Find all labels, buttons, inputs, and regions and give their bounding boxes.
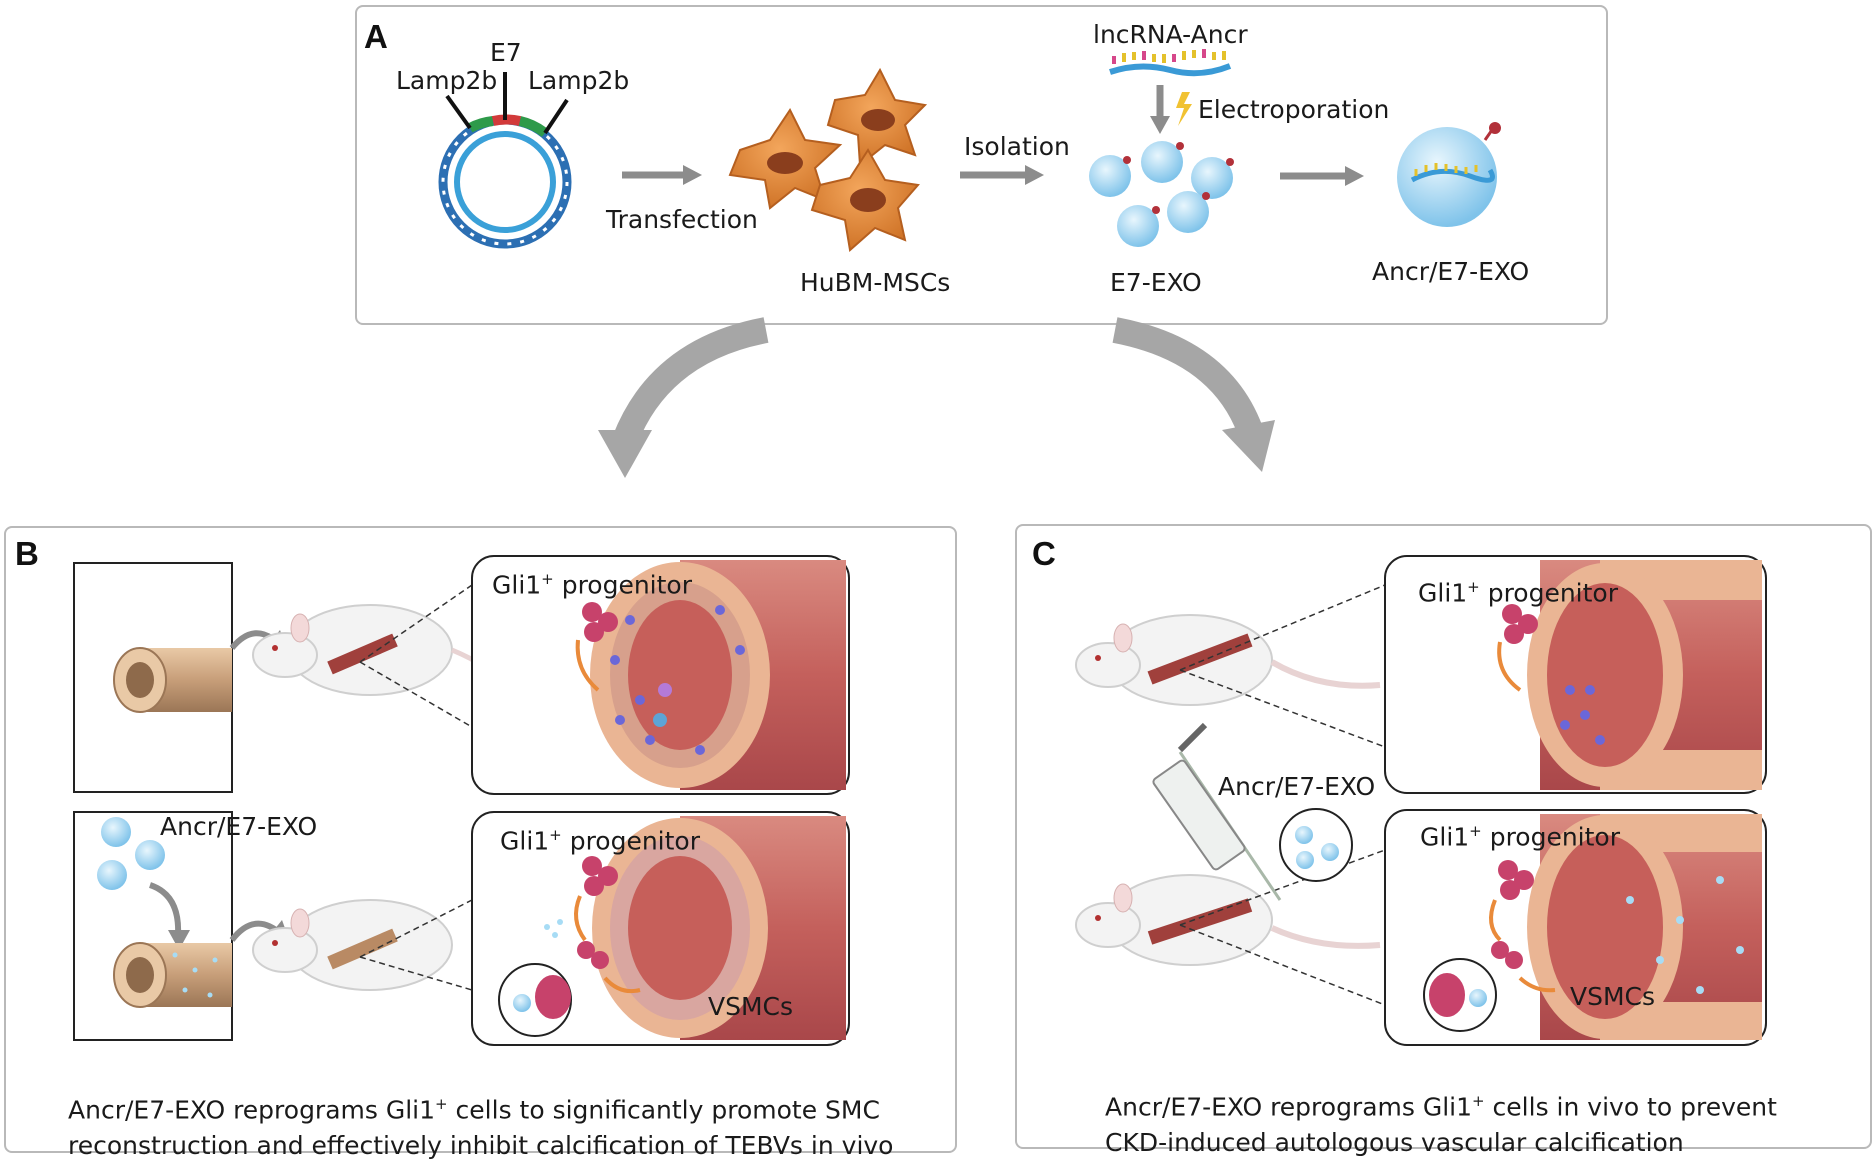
gli1-progenitor-label: Gli1+ progenitor xyxy=(1420,822,1621,852)
gli1-progenitor-label: Gli1+ progenitor xyxy=(500,826,701,856)
hubm-mscs-label: HuBM-MSCs xyxy=(800,268,951,297)
electroporation-label: Electroporation xyxy=(1198,95,1390,124)
exosomes-small-icon xyxy=(97,817,165,890)
panel-c-label: C xyxy=(1032,535,1056,572)
curved-arrow-left-icon xyxy=(598,317,769,478)
progenitor-cells-icon xyxy=(1502,604,1538,644)
rat-icon xyxy=(1075,584,1386,748)
ancr-e7-exo-label: Ancr/E7-EXO xyxy=(1218,772,1376,801)
rat-icon xyxy=(252,584,523,728)
progenitor-cells-icon xyxy=(582,602,618,642)
plasmid-left-label: Lamp2b xyxy=(396,66,498,95)
gli1-progenitor-label: Gli1+ progenitor xyxy=(1418,578,1619,608)
vessel-reconstructed-icon xyxy=(592,816,846,1040)
curved-arrow-right-icon xyxy=(1112,317,1275,472)
lncrna-icon xyxy=(1109,49,1232,77)
arrow-icon xyxy=(960,165,1044,185)
tebv-tube-icon xyxy=(113,647,232,713)
zoom-circle-icon xyxy=(498,919,572,1037)
isolation-label: Isolation xyxy=(964,132,1070,161)
arrow-icon xyxy=(622,165,702,185)
e7-exo-label: E7-EXO xyxy=(1110,268,1202,297)
loaded-exosome-icon xyxy=(1397,122,1501,227)
electroporation-arrow-icon xyxy=(1150,85,1192,134)
msc-cells-icon xyxy=(728,67,928,252)
transfection-label: Transfection xyxy=(606,205,758,234)
plasmid-right-label: Lamp2b xyxy=(528,66,630,95)
zoom-circle-icon xyxy=(1423,958,1497,1032)
ancr-e7-exo-label: Ancr/E7-EXO xyxy=(160,812,318,841)
panel-a-label: A xyxy=(364,18,388,55)
rat-icon xyxy=(1075,849,1386,1006)
e7-exosomes-icon xyxy=(1089,141,1234,247)
gli1-progenitor-label: Gli1+ progenitor xyxy=(492,570,693,600)
ancr-e7-exo-label: Ancr/E7-EXO xyxy=(1372,257,1530,286)
panel-c-caption: Ancr/E7-EXO reprograms Gli1+ cells in vi… xyxy=(1105,1092,1777,1158)
syringe-icon xyxy=(1152,722,1353,901)
panel-b-label: B xyxy=(15,535,39,572)
plasmid-icon xyxy=(438,72,572,249)
progenitor-cells-icon xyxy=(1491,860,1534,969)
coated-tebv-tube-icon xyxy=(113,942,232,1008)
vsmcs-label: VSMCs xyxy=(708,992,794,1021)
progenitor-cells-icon xyxy=(577,856,618,969)
arrow-icon xyxy=(1280,166,1364,186)
vessel-protected-icon xyxy=(1527,814,1762,1040)
vsmcs-label: VSMCs xyxy=(1570,982,1656,1011)
rat-icon xyxy=(252,899,473,991)
plasmid-center-label: E7 xyxy=(490,38,522,67)
vessel-calcified-icon xyxy=(590,560,846,790)
vessel-calcified-icon xyxy=(1527,560,1762,790)
panel-b-caption: Ancr/E7-EXO reprograms Gli1+ cells to si… xyxy=(68,1095,894,1161)
lncrna-label: lncRNA-Ancr xyxy=(1093,20,1248,49)
